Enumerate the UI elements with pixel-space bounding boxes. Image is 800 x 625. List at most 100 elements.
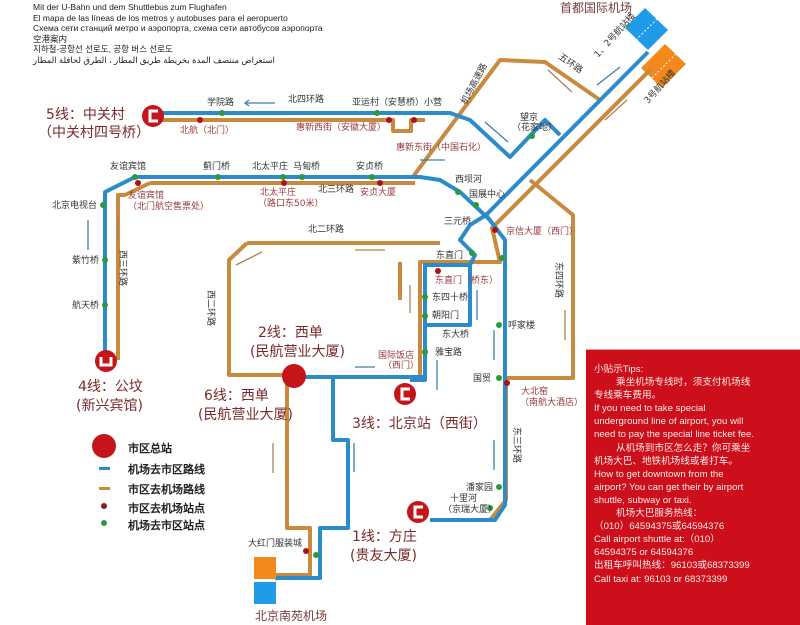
station-label: 亚运村（安慧桥）小营 — [352, 96, 442, 108]
hub-sub-line1: (贵友大厦) — [350, 548, 417, 564]
legend-orange-line-icon — [99, 487, 110, 490]
station-label: 北太平庄 — [252, 160, 288, 172]
hub-label-line1: 1线：方庄 — [352, 528, 417, 545]
legend-label: 机场去市区站点 — [128, 518, 205, 532]
city-to-airport-routes — [116, 58, 654, 577]
stop-green — [496, 484, 502, 490]
tips-line: need to pay the special line ticket fee. — [594, 429, 754, 441]
station-label: （南航大酒店） — [520, 396, 583, 408]
legend-green-stop-icon — [101, 520, 107, 526]
station-label: 望京 — [520, 111, 538, 123]
hub-beijing-station[interactable] — [394, 383, 416, 405]
taxi-phone: 出租车呼叫热线：96103或68373399 — [594, 560, 750, 572]
station-label: 潘家园 — [466, 481, 493, 493]
stop-red — [197, 117, 203, 123]
nanyuan-airport-label: 北京南苑机场 — [255, 608, 327, 623]
station-label: （北门航空售票处） — [128, 200, 209, 212]
stop-green — [100, 202, 106, 208]
stop-green — [369, 174, 375, 180]
red-station-labels: 北航（北门） 惠新西街（安徽大厦） 惠新东街（中国石化） 友谊宾馆 （北门航空售… — [128, 121, 583, 408]
tips-line: underground line of airport, you will — [594, 416, 744, 428]
header-line-ru: Схема сети станций метро и аэропорта, сх… — [33, 23, 323, 33]
shuttle-phone-en: 64594375 or 64594376 — [594, 547, 694, 559]
legend: 市区总站 机场去市区路线 市区去机场路线 市区去机场站点 机场去市区站点 — [92, 434, 205, 532]
station-label: 东大桥 — [442, 328, 469, 340]
taxi-phone-en: Call taxi at: 96103 or 68373399 — [594, 573, 728, 585]
legend-red-stop-icon — [101, 503, 107, 509]
stop-green — [469, 250, 475, 256]
tips-line: airport? You can get their by airport — [594, 481, 744, 493]
station-label: 惠新东街（中国石化） — [396, 141, 486, 153]
stop-red — [377, 180, 383, 186]
road-east-3rd-ring: 东三环路 — [511, 427, 523, 463]
legend-label: 市区总站 — [128, 441, 172, 455]
station-label: 京信大厦（西门） — [506, 225, 578, 237]
tips-line: How to get downtown from the — [594, 468, 724, 480]
station-label: 大北窑 — [521, 385, 548, 397]
terminal-3[interactable] — [641, 44, 686, 88]
legend-label: 机场去市区路线 — [128, 462, 205, 476]
station-label: 北京电视台 — [52, 199, 97, 211]
shuttle-phone: （010）64594375或64594376 — [594, 521, 725, 533]
hub-label-line5: 5线：中关村 — [46, 107, 125, 123]
hub-label-line3: 3线：北京站（西街） — [352, 416, 487, 432]
tips-line: shuttle, subway or taxi. — [594, 494, 692, 506]
road-north-4th-ring: 北四环路 — [288, 93, 324, 105]
airport-to-city-routes — [103, 50, 650, 580]
station-label: 学院路 — [207, 96, 234, 108]
header-line-es: El mapa de las líneas de los metros y au… — [33, 12, 288, 23]
map-header: Mit der U-Bahn und dem Shuttlebus zum Fl… — [33, 2, 323, 65]
stop-green — [422, 349, 428, 355]
hub-label-line6: 6线：西单 — [204, 388, 269, 404]
hub-gongfen[interactable] — [95, 350, 117, 372]
station-label: 国展中心 — [469, 188, 505, 200]
station-label: 国际饭店 — [378, 349, 414, 361]
station-label: 航天桥 — [72, 299, 99, 311]
legend-hub-icon — [92, 434, 116, 458]
stop-green — [422, 294, 428, 300]
stop-red — [386, 117, 392, 123]
station-label: （京瑞大厦） — [443, 503, 497, 515]
hub-xidan[interactable] — [282, 364, 306, 388]
legend-blue-line-icon — [99, 467, 110, 470]
legend-label: 市区去机场路线 — [128, 482, 205, 496]
station-label: 蓟门桥 — [203, 160, 230, 172]
hub-fangzhuang[interactable] — [407, 501, 429, 523]
terminal-1-2-label: 1、2号航站楼 — [591, 10, 638, 60]
station-label: 十里河 — [450, 492, 477, 504]
stop-green — [496, 322, 502, 328]
stop-green — [102, 302, 108, 308]
header-line-ko: 지하철-공항선 선로도, 공항 버스 선로도 — [33, 44, 173, 54]
station-label: 国贸 — [473, 372, 491, 384]
hub-zhongguancun[interactable] — [142, 105, 164, 127]
direction-arrows — [87, 66, 628, 473]
station-label: 朝阳门 — [432, 309, 459, 321]
stop-red — [504, 380, 510, 386]
header-line-ja: 空港案内 — [33, 33, 68, 44]
station-label: （西门） — [383, 359, 419, 371]
station-label: 雅宝路 — [435, 346, 462, 358]
terminal-1-2[interactable] — [625, 8, 668, 50]
tips-line: 乘坐机场专线时，须支付机场线 — [616, 377, 751, 389]
station-label: 友谊宾馆 — [128, 189, 164, 201]
station-label: 紫竹桥 — [72, 254, 99, 266]
stop-red — [135, 180, 141, 186]
hub-label-line2: 2线：西单 — [258, 325, 323, 341]
station-label: 惠新西街（安徽大厦） — [296, 121, 386, 133]
hub-sub-line4: (新兴宾馆) — [76, 398, 143, 414]
station-label: 呼家楼 — [508, 319, 535, 331]
station-label: 东四十桥 — [432, 291, 468, 303]
tips-line: 专线乘车费用。 — [594, 390, 662, 402]
airport-to-city-stops — [100, 110, 535, 558]
hub-sub-line2: (民航营业大厦) — [250, 344, 345, 360]
tips-line: If you need to take special — [594, 403, 706, 415]
stop-red — [281, 180, 287, 186]
road-north-3rd-ring: 北三环路 — [318, 183, 354, 195]
station-label: 大红门服装城 — [248, 537, 302, 549]
nanyuan-airport[interactable] — [254, 557, 276, 604]
hub-sub-line5: （中关村四号桥） — [38, 125, 150, 141]
hub-sub-line6: (民航营业大厦) — [198, 407, 293, 423]
stop-green — [299, 174, 305, 180]
green-station-labels: 学院路 亚运村（安慧桥）小营 友谊宾馆 蓟门桥 北太平庄 马甸桥 安贞桥 北京电… — [52, 96, 557, 549]
